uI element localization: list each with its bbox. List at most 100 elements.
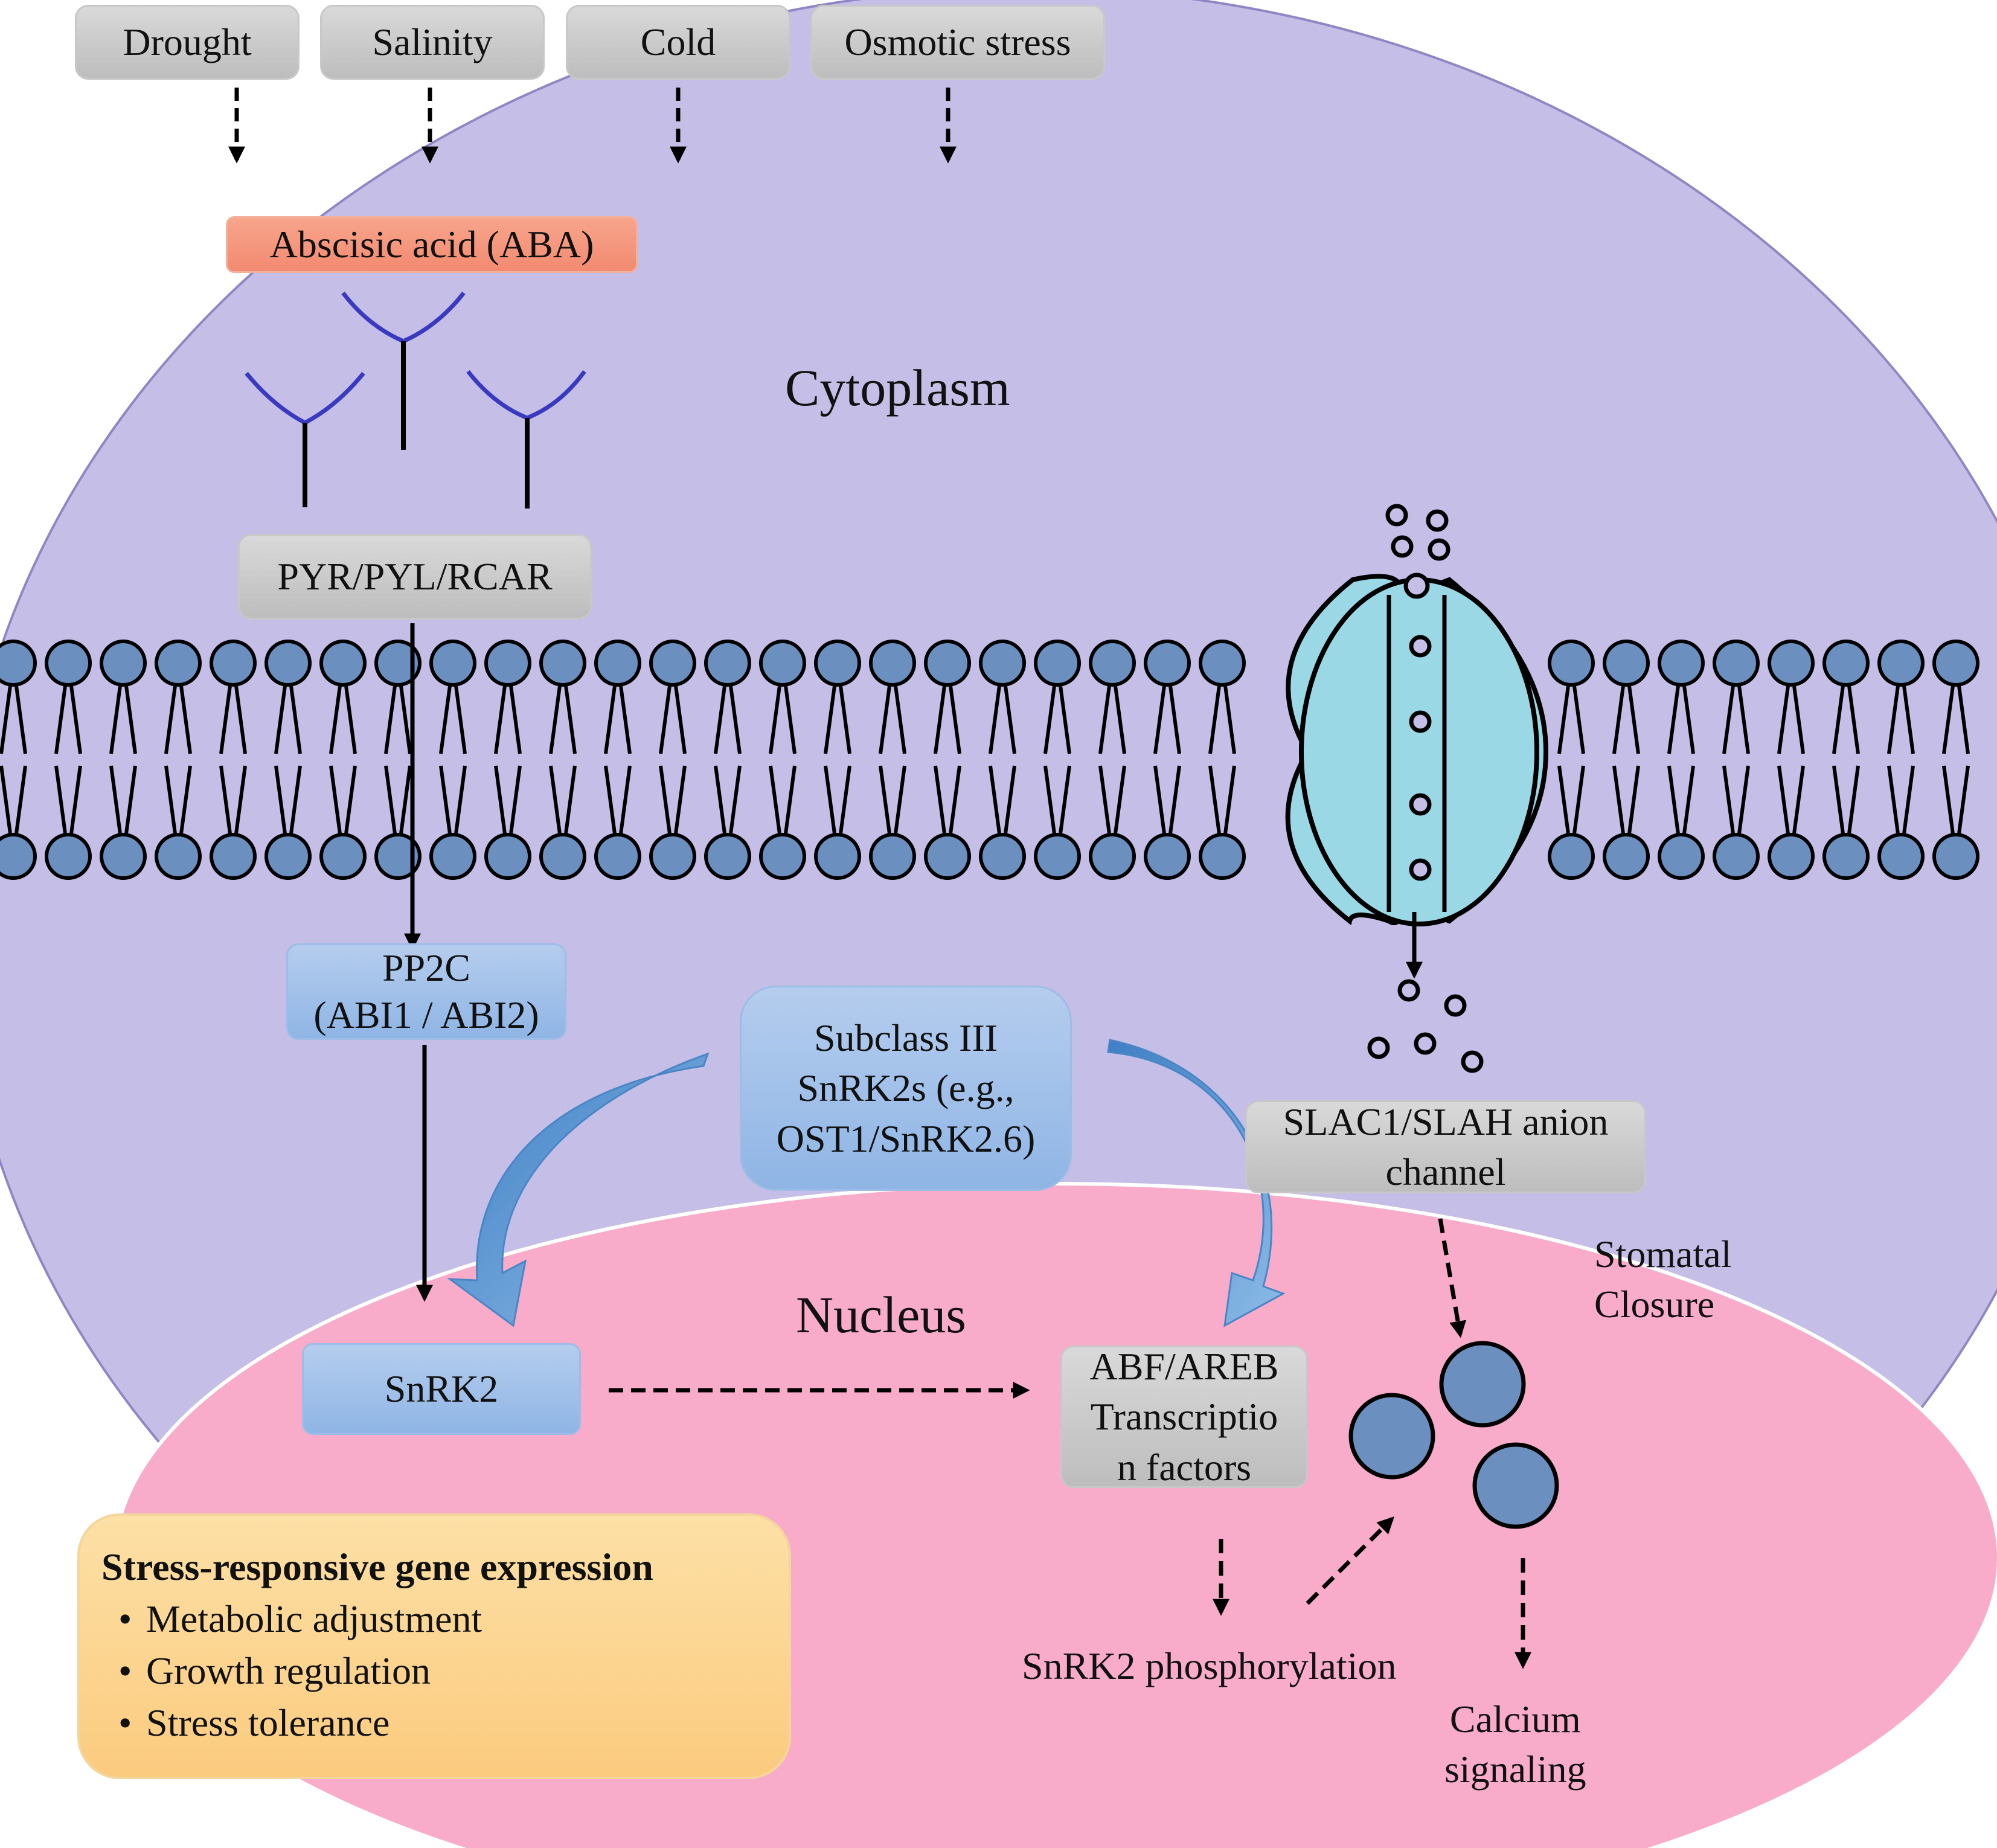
lipid-tail <box>1722 663 1750 857</box>
lipid-head <box>869 833 916 880</box>
subclass-line-1: Subclass III <box>814 1016 998 1060</box>
anion-particle <box>1391 535 1414 558</box>
bullet-icon: • <box>118 1597 132 1640</box>
lipid-head <box>1089 833 1136 880</box>
lipid-tail <box>164 663 192 857</box>
lipid-head <box>45 833 92 880</box>
lipid-head <box>1658 833 1705 880</box>
lipid-bilayer <box>0 640 1979 880</box>
gene-expression-list: •Metabolic adjustment •Growth regulation… <box>101 1593 767 1749</box>
lipid-head <box>1089 640 1136 687</box>
lipid-head <box>1144 833 1191 880</box>
lipid-head <box>210 640 257 687</box>
lipid-tail <box>1777 663 1805 857</box>
stomatal-closure-label: Stomatal Closure <box>1594 1229 1732 1329</box>
signal-arrows-dashed <box>609 1218 1531 1669</box>
gene-item-text: Growth regulation <box>146 1649 431 1692</box>
lipid-head <box>155 833 202 880</box>
lipid-head <box>924 833 971 880</box>
lipid-head <box>979 833 1026 880</box>
lipid-head <box>1603 640 1650 687</box>
slac1-channel-box: SLAC1/SLAH anion channel <box>1245 1100 1646 1193</box>
lipid-head <box>484 640 531 687</box>
lipid-head <box>1822 640 1870 687</box>
anion-particle <box>1409 858 1432 881</box>
lipid-tail <box>1612 663 1640 857</box>
lipid-head <box>1768 833 1815 880</box>
lipid-head <box>759 833 806 880</box>
stress-salinity-box: Salinity <box>320 5 545 80</box>
gene-expression-item: • Metabolic adjustment <box>101 1593 767 1645</box>
lipid-head <box>429 640 476 687</box>
lipid-head <box>1199 640 1246 687</box>
anion-particle <box>1409 710 1432 733</box>
lipid-tail <box>1667 663 1695 857</box>
calcium-line-2: signaling <box>1444 1748 1586 1791</box>
lipid-tail <box>219 663 247 857</box>
lipid-head <box>1932 640 1979 687</box>
lipid-tail <box>714 663 742 857</box>
lipid-head <box>45 640 92 687</box>
anion-particle <box>1461 1050 1484 1073</box>
lipid-head <box>155 640 202 687</box>
lipid-tail <box>1557 663 1585 857</box>
lipid-head <box>319 833 367 880</box>
stress-drought-box: Drought <box>75 5 300 80</box>
lipid-tail <box>1887 663 1915 857</box>
lipid-tail <box>989 663 1016 857</box>
anion-particle <box>1367 1036 1390 1059</box>
calcium-line-1: Calcium <box>1449 1698 1581 1741</box>
lipid-head <box>649 640 696 687</box>
lipid-head <box>374 833 422 880</box>
anion-particle <box>1397 979 1420 1002</box>
lipid-head <box>1822 833 1870 880</box>
lipid-tail <box>549 663 577 857</box>
lipid-tail <box>54 663 82 857</box>
lipid-head <box>1603 833 1650 880</box>
lipid-head <box>1199 833 1246 880</box>
lipid-head <box>539 833 586 880</box>
lipid-head <box>1768 640 1815 687</box>
anion-particle <box>1444 994 1467 1017</box>
gene-expression-title: Stress-responsive gene expression <box>101 1545 653 1588</box>
lipid-tail <box>879 663 906 857</box>
lipid-head <box>429 833 476 880</box>
lipid-head <box>374 640 422 687</box>
anion-particles <box>1367 504 1484 1073</box>
lipid-head <box>1034 833 1081 880</box>
lipid-tail <box>769 663 797 857</box>
lipid-head <box>649 833 696 880</box>
slac1-line-1: SLAC1/SLAH anion <box>1283 1100 1609 1143</box>
subclass-line-3: OST1/SnRK2.6) <box>776 1117 1036 1160</box>
lipid-head <box>814 833 861 880</box>
lipid-head <box>1034 640 1081 687</box>
gene-expression-item: •Growth regulation <box>101 1645 767 1697</box>
receptor-box: PYR/PYL/RCAR <box>238 534 592 620</box>
anion-particle <box>1414 1032 1437 1055</box>
subclass-line-2: SnRK2s (e.g., <box>797 1067 1015 1110</box>
slac1-line-2: channel <box>1385 1150 1506 1193</box>
lipid-tail <box>109 663 137 857</box>
lipid-tail <box>329 663 357 857</box>
anion-particle <box>1426 509 1449 532</box>
lipid-head <box>100 833 147 880</box>
bullet-icon: • <box>118 1701 132 1744</box>
lipid-tail <box>0 663 27 857</box>
lipid-head <box>1713 640 1760 687</box>
lipid-tail <box>934 663 961 857</box>
lipid-head <box>1658 640 1705 687</box>
lipid-tail <box>1043 663 1071 857</box>
lipid-head <box>1144 640 1191 687</box>
phosphorylation-label: SnRK2 phosphorylation <box>1022 1644 1397 1687</box>
tf-line-3: n factors <box>1117 1445 1252 1489</box>
tf-line-1: ABF/AREB <box>1089 1345 1279 1388</box>
lipid-head <box>484 833 531 880</box>
abf-areb-box: ABF/AREB Transcriptio n factors <box>1060 1345 1308 1489</box>
lipid-head <box>0 640 37 687</box>
calcium-signaling-label: Calcium signaling <box>1444 1694 1586 1794</box>
gene-item-text: Metabolic adjustment <box>146 1597 482 1640</box>
lipid-head <box>264 640 312 687</box>
lipid-tail <box>274 663 302 857</box>
lipid-head <box>319 640 367 687</box>
lipid-head <box>264 833 312 880</box>
